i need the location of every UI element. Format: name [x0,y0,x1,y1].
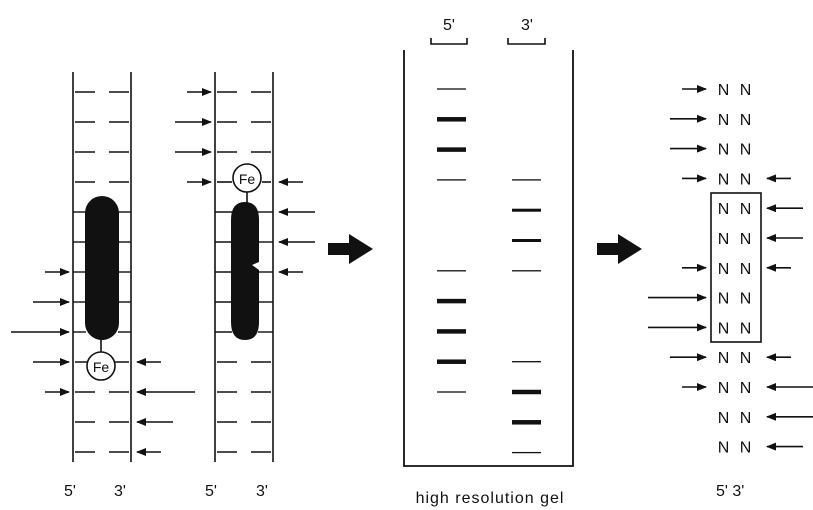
gel-band-3 [512,239,541,242]
base-pair-text: N N [718,380,755,397]
high-resolution-gel: 5' 3' high resolution gel [403,17,574,507]
label-5-prime: 5' [64,483,76,500]
ladder-a-cleavage-arrows [11,268,195,456]
lane-5-label: 5' [443,17,455,34]
ladder-b-cleavage-arrows [175,88,315,276]
gel-band-3 [512,208,541,212]
gel-band-5 [437,391,466,393]
gel-band-5 [437,359,466,364]
dna-ladder-b: Fe 5' 3' [175,72,315,500]
label-5-prime: 5' [205,483,217,500]
gel-band-5 [437,117,466,122]
gel-band-5 [437,298,466,304]
gel-band-5 [437,88,466,90]
label-3-prime: 3' [114,483,126,500]
gel-band-5 [437,329,466,334]
gel-band-3 [512,179,541,181]
gel-band-5 [437,147,466,152]
gel-bands [437,88,541,454]
protected-region-box [710,192,762,343]
gel-band-5 [437,179,466,181]
gel-band-3 [512,420,541,425]
bound-protein [85,196,119,340]
base-pair-text: N N [718,231,755,248]
gel-band-3 [512,389,541,395]
gel-frame [403,50,574,467]
process-arrow-2 [597,234,642,264]
fe-circle [86,351,116,381]
lane-5-bracket [430,38,468,45]
base-pair-text: N N [718,350,755,367]
base-pair-text: N N [718,440,755,457]
gel-band-3 [512,451,541,454]
base-pair-text: N N [718,320,755,337]
base-pair-text: N N [718,171,755,188]
fe-label: Fe [93,359,110,375]
lane-3-label: 3' [521,17,533,34]
dna-ladder-a: Fe 5' 3' [11,72,195,500]
process-arrow-1 [328,234,373,264]
lane-3-bracket [507,38,546,45]
gel-band-3 [512,361,541,363]
gel-caption: high resolution gel [416,490,565,507]
base-pair-text: N N [718,142,755,159]
label-3-prime: 3' [256,483,268,500]
base-pair-text: N N [718,410,755,427]
fe-circle [232,163,262,193]
base-pair-text: N N [718,112,755,129]
sequence-rows: N N N N N N N N N N N N N N N N N N N N N N N N N N [648,82,813,457]
base-pair-text: N N [718,261,755,278]
bound-protein [231,202,259,340]
ladder-b-rungs [215,91,273,453]
fe-label: Fe [239,171,256,187]
gel-band-3 [512,270,541,272]
ladder-a-rungs [73,91,131,453]
label-5-3-prime: 5' 3' [716,483,744,500]
base-pair-text: N N [718,291,755,308]
base-pair-text: N N [718,82,755,99]
sequence-readout: N N N N N N N N N N N N N N N N N N N N N N N NN N … [648,82,813,500]
base-pair-text: N N [718,201,755,218]
gel-band-5 [437,270,466,272]
